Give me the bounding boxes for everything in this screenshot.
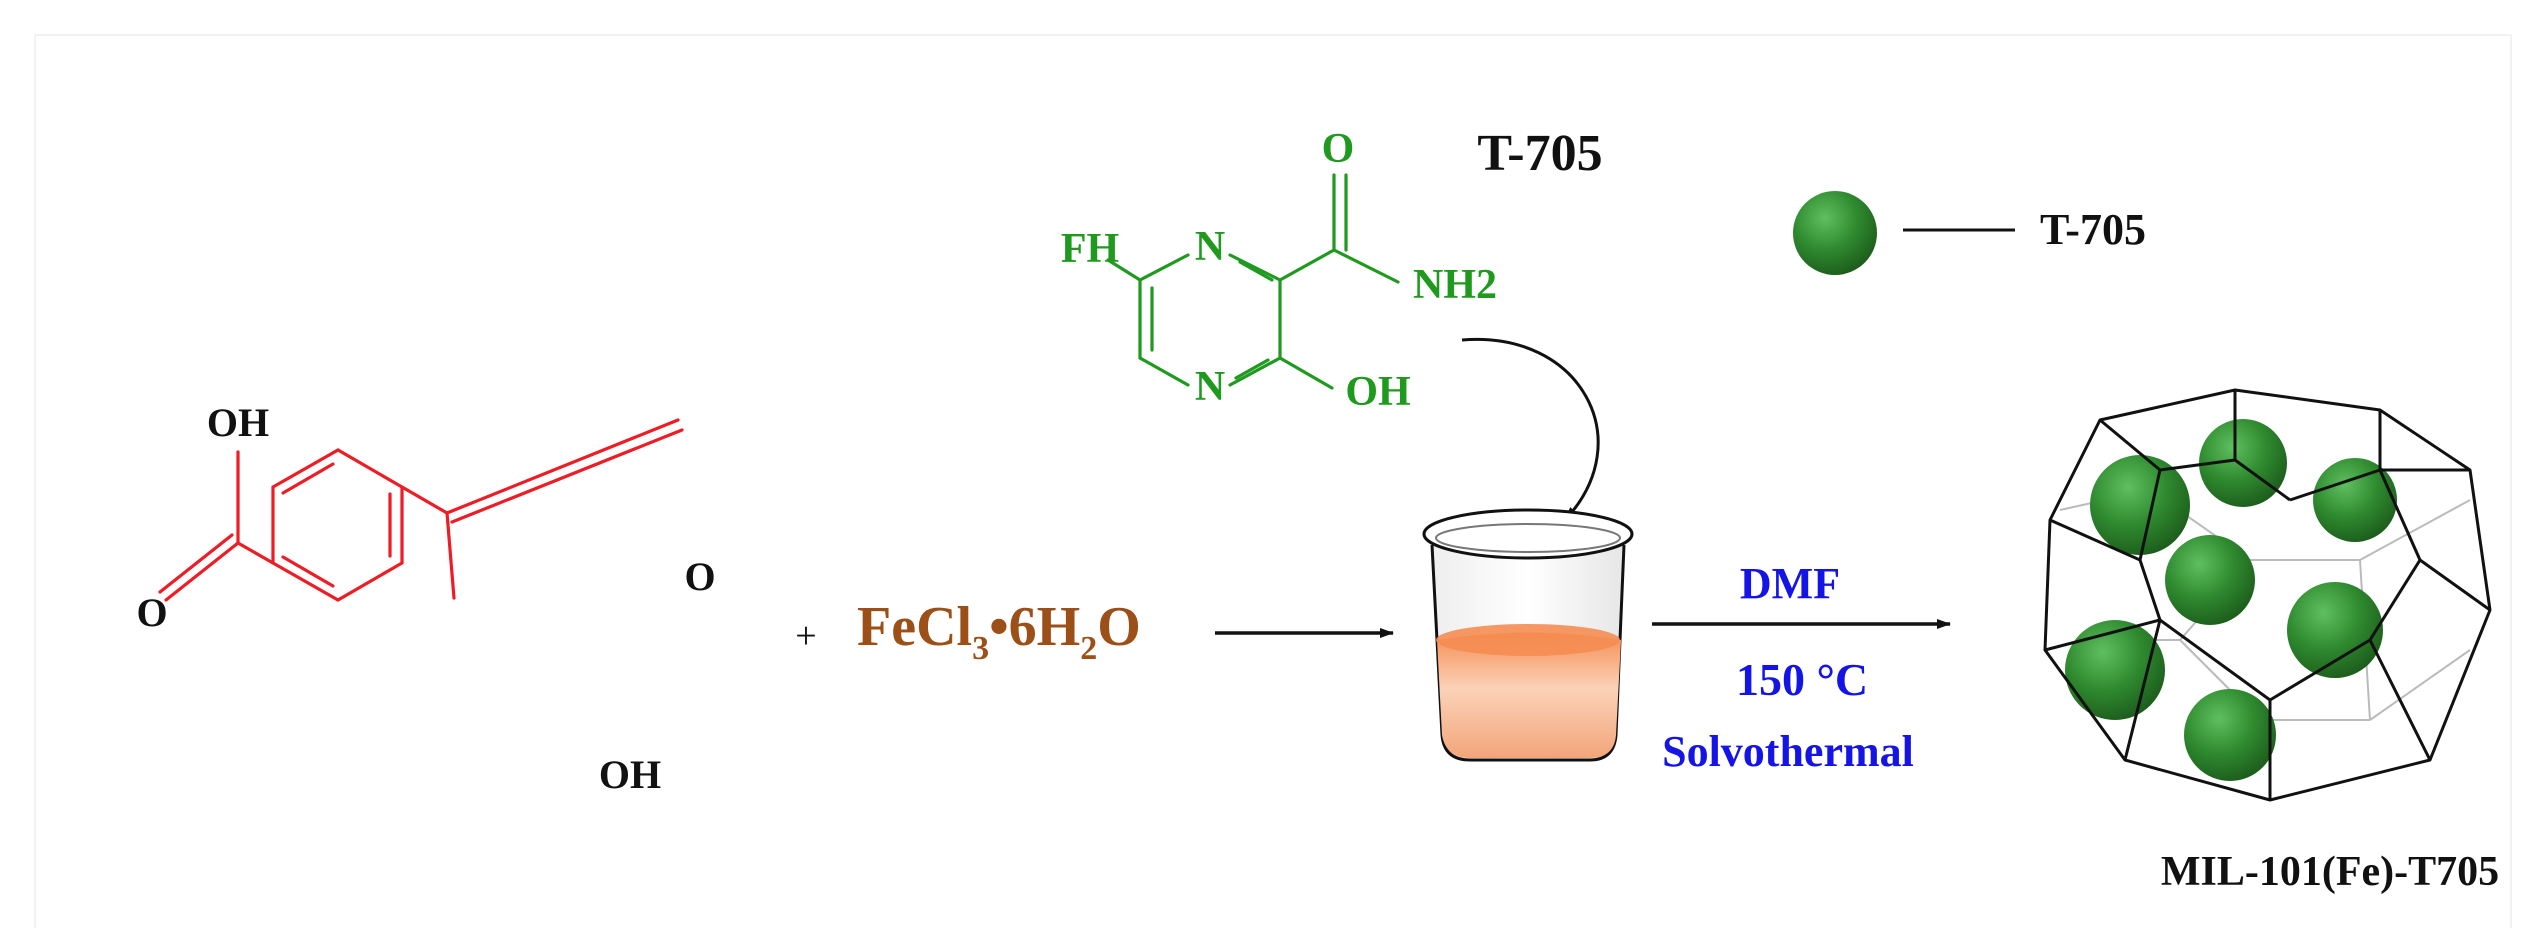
terephthalic-acid-structure [158,418,684,602]
cage-sphere-icon [2287,582,2383,678]
mil101-cage-structure [2043,388,2492,802]
t705-nh2-label: NH2 [1413,262,1497,308]
t705-structure [1106,173,1400,390]
acid-o-right-label: O [684,554,715,599]
beaker-icon [1422,508,1634,762]
plus-sign: + [795,615,816,657]
t705-o-label: O [1322,126,1355,172]
t705-f-label: FH [1061,226,1119,272]
t705-n-top-label: N [1195,224,1225,270]
condition-solvent: DMF [1740,559,1840,608]
t705-title: T-705 [1477,125,1602,182]
condition-temperature: 150 °C [1736,654,1868,705]
cage-sphere-icon [2184,689,2276,781]
acid-oh-bottom-label: OH [599,752,661,797]
cage-sphere-icon [2090,455,2190,555]
acid-oh-top-label: OH [207,400,269,445]
legend: T-705 [1793,191,2146,275]
legend-sphere-icon [1793,191,1877,275]
iron-chloride-formula: FeCl3•6H2O [857,596,1141,667]
t705-n-bottom-label: N [1195,364,1225,410]
product-label: MIL-101(Fe)-T705 [2161,849,2499,895]
condition-method: Solvothermal [1662,727,1914,776]
curved-arrow-to-beaker [1461,337,1600,522]
acid-o-left-label: O [136,590,167,635]
legend-label: T-705 [2040,205,2146,254]
cage-sphere-icon [2313,458,2397,542]
t705-oh-label: OH [1345,369,1410,415]
figure-frame [34,34,2512,928]
cage-sphere-icon [2065,620,2165,720]
cage-sphere-icon [2165,535,2255,625]
cage-sphere-icon [2199,419,2287,507]
